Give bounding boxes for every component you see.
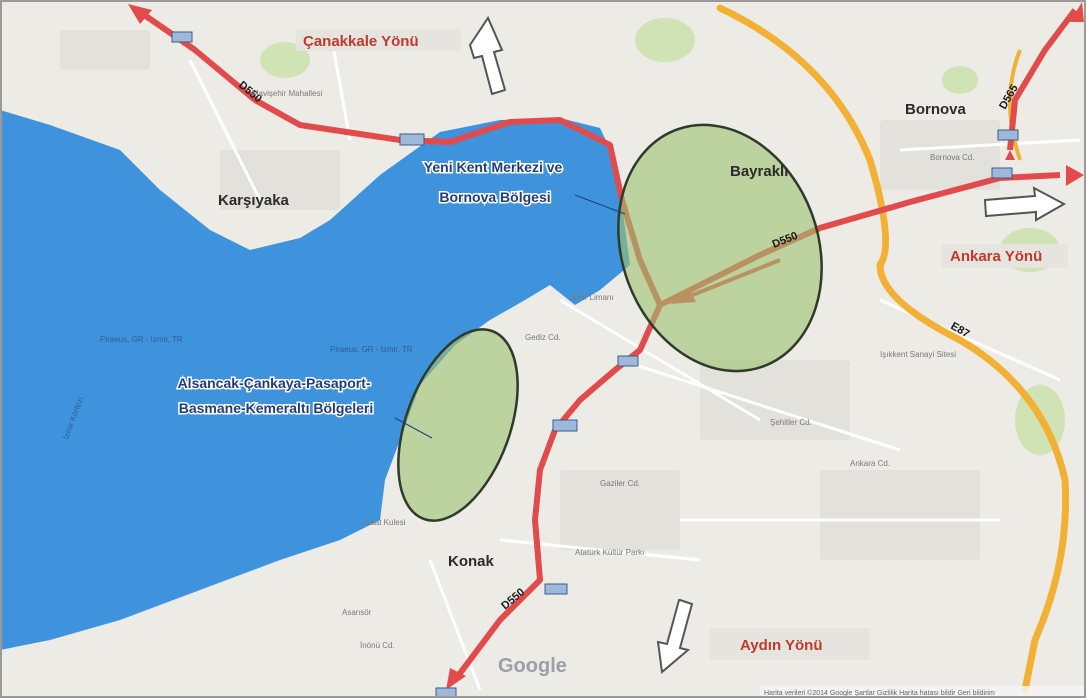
google-logo: Google [498, 655, 567, 677]
zone-label-north-line1: Yeni Kent Merkezi ve [424, 159, 563, 175]
arrowhead-east [1066, 165, 1084, 186]
street-label-bornova-cd: Bornova Cd. [930, 153, 974, 162]
direction-arrow-south-icon [656, 599, 694, 674]
izmir-bay-water [0, 110, 630, 650]
footer-credits[interactable]: Harita verileri ©2014 Google Şartlar Giz… [764, 689, 995, 697]
ring-road [716, 4, 1070, 694]
direction-arrow-east-icon [983, 186, 1067, 222]
street-label-ankara-cd: Ankara Cd. [850, 459, 890, 468]
zone-label-south-line2: Basmane-Kemeraltı Bölgeleri [179, 400, 374, 416]
zone-label-north-line2: Bornova Bölgesi [439, 189, 550, 205]
district-label-karsiyaka: Karşıyaka [218, 192, 290, 209]
direction-arrow-north-icon [468, 15, 507, 96]
street-label-mavisehir: Mavişehir Mahallesi [252, 89, 322, 98]
ring-road-north [1008, 49, 1022, 161]
street-label-sehitler-cd: Şehitler Cd. [770, 418, 812, 427]
district-label-bayrakli: Bayraklı [730, 163, 788, 180]
road-junctions [171, 31, 1019, 698]
arrowhead-west [128, 4, 152, 24]
street-label-ataturk-parki: Atatürk Kültür Parkı [575, 548, 644, 557]
canakkale-label-bg [296, 29, 461, 51]
street-label-gaziler-cd: Gaziler Cd. [600, 479, 640, 488]
zone-alsancak-konak [397, 328, 519, 522]
zone-new-city-center [617, 123, 823, 373]
city-blocks [60, 30, 1000, 560]
water-label-ferry-1: Piraeus, GR - Izmir, TR [100, 335, 183, 344]
footer-bar [760, 686, 1086, 698]
zone-label-south-line1: Alsancak-Çankaya-Pasaport- [178, 375, 371, 391]
district-label-konak: Konak [448, 553, 495, 570]
district-label-bornova: Bornova [905, 101, 967, 118]
zone-label-north: Yeni Kent Merkezi ve Bornova Bölgesi [424, 159, 566, 205]
street-label-saat-kulesi: Saat Kulesi [365, 518, 406, 527]
leader-line-south [394, 417, 433, 439]
direction-label-ankara: Ankara Yönü [950, 248, 1042, 265]
street-label-inonu-cd: İnönü Cd. [360, 641, 395, 650]
street-label-asansor: Asansör [342, 608, 372, 617]
direction-label-canakkale: Çanakkale Yönü [303, 33, 419, 50]
leader-line-north [574, 194, 626, 215]
motorway-north [1007, 8, 1078, 151]
arrowhead-north [1070, 2, 1084, 22]
water-label-ferry-2: Piraeus, GR - Izmir, TR [330, 345, 413, 354]
direction-label-aydin: Aydın Yönü [740, 637, 823, 654]
aydin-label-bg [710, 628, 870, 660]
zone-label-south: Alsancak-Çankaya-Pasaport- Basmane-Kemer… [178, 375, 375, 416]
street-label-izmir-limani: İzmir Limanı [570, 293, 614, 302]
street-label-sanayi: Işıkkent Sanayi Sitesi [880, 350, 956, 359]
arrowhead-down-north [1005, 150, 1015, 160]
arrowhead-south [446, 668, 466, 690]
street-label-gediz-cd: Gediz Cd. [525, 333, 561, 342]
ankara-label-bg [942, 244, 1068, 268]
